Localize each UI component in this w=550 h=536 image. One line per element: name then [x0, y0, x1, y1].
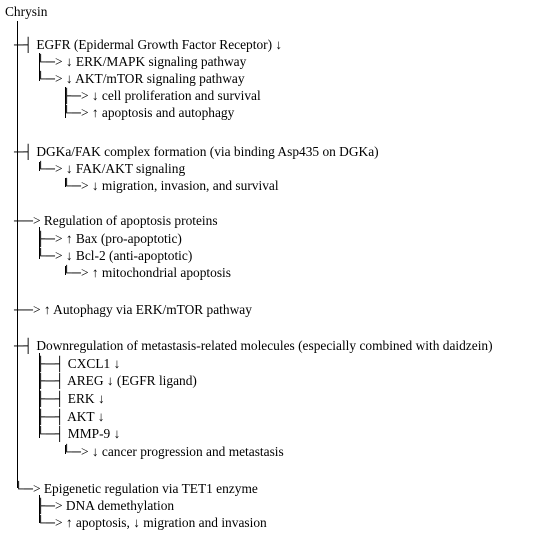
dgka-fak-node: ─┤ DGKa/FAK complex formation (via bindi… — [14, 144, 379, 159]
mitochondrial-apoptosis-node: └─> ↑ mitochondrial apoptosis — [62, 265, 231, 280]
root-trunk-line — [16, 21, 18, 488]
apoptosis-proteins-node: ──> Regulation of apoptosis proteins — [14, 213, 218, 228]
migration-invasion-survival-node: └─> ↓ migration, invasion, and survival — [62, 178, 279, 193]
cxcl1-node: ├─┤ CXCL1 ↓ — [36, 356, 121, 371]
metastasis-molecules-node: ─┤ Downregulation of metastasis-related … — [14, 338, 493, 353]
apoptosis-branch-line — [38, 227, 40, 259]
root-label: Chrysin — [5, 4, 48, 19]
egfr-branch-line — [38, 53, 40, 81]
bax-node: ├─> ↑ Bax (pro-apoptotic) — [36, 231, 182, 246]
erk-mapk-node: └─> ↓ ERK/MAPK signaling pathway — [36, 54, 247, 69]
akt-mtor-node: └─> ↓ AKT/mTOR signaling pathway — [36, 71, 245, 86]
bcl2-branch-line — [64, 266, 66, 275]
mmp9-branch-line — [64, 445, 66, 454]
fak-akt-node: └─> ↓ FAK/AKT signaling — [36, 161, 186, 176]
autophagy-node: ──> ↑ Autophagy via ERK/mTOR pathway — [14, 302, 252, 317]
cell-proliferation-node: ├─> ↓ cell proliferation and survival — [62, 88, 261, 103]
bcl2-node: └─> ↓ Bcl-2 (anti-apoptotic) — [36, 248, 193, 263]
tet1-node: └─> Epigenetic regulation via TET1 enzym… — [14, 481, 258, 496]
akt-node: ├─┤ AKT ↓ — [36, 409, 105, 424]
dgka-branch-line — [38, 162, 40, 171]
areg-node: ├─┤ AREG ↓ (EGFR ligand) — [36, 373, 197, 388]
apoptosis-autophagy-node: └─> ↑ apoptosis and autophagy — [62, 105, 235, 120]
apoptosis-migration-node: └─> ↑ apoptosis, ↓ migration and invasio… — [36, 515, 267, 530]
fak-branch-line — [64, 178, 66, 187]
egfr-node: ─┤ EGFR (Epidermal Growth Factor Recepto… — [14, 37, 283, 52]
mmp9-node: └─┤ MMP-9 ↓ — [36, 426, 121, 441]
metastasis-branch-line — [38, 353, 40, 438]
dna-demethylation-node: ├─> DNA demethylation — [36, 498, 175, 513]
tet1-branch-line — [38, 495, 40, 523]
akt-branch-line — [64, 87, 66, 118]
erk-node: ├─┤ ERK ↓ — [36, 391, 105, 406]
cancer-progression-node: └─> ↓ cancer progression and metastasis — [62, 444, 284, 459]
